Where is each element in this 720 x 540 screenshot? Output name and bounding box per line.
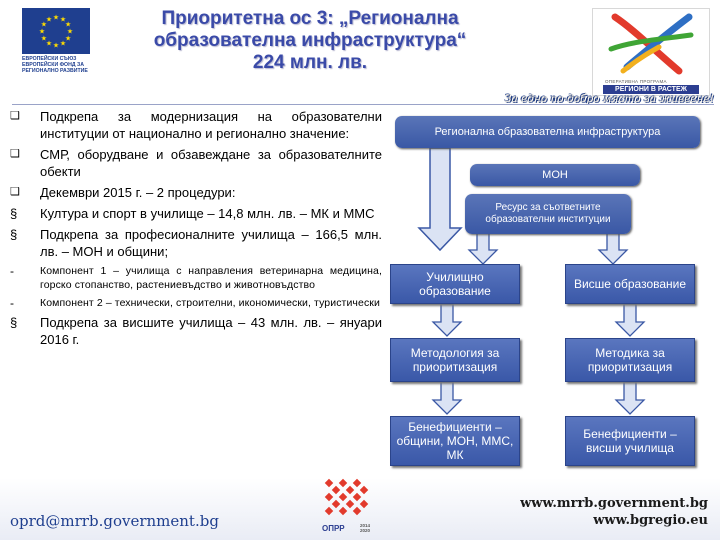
eu-star-icon: ★ <box>41 21 47 29</box>
bullet-list: ❑ Подкрепа за модернизация на образовател… <box>10 108 382 352</box>
dash-bullet-icon: - <box>10 264 15 278</box>
list-item-text: Компонент 1 – училища с направления вете… <box>40 265 382 291</box>
opr-diamond <box>338 492 348 502</box>
opr-pattern-icon <box>324 478 369 516</box>
opr-diamond <box>352 478 362 488</box>
eu-caption-line: ЕВРОПЕЙСКИ ФОНД ЗА <box>22 62 84 68</box>
eu-star-icon: ★ <box>65 21 71 29</box>
down-arrow-icon <box>417 147 463 252</box>
down-arrow-icon <box>614 381 646 415</box>
school-education-box: Училищно образование <box>390 264 520 304</box>
opr-diamond <box>331 499 341 509</box>
resource-box: Ресурс за съответните образователни инст… <box>465 194 631 234</box>
eu-star-icon: ★ <box>53 14 59 22</box>
eu-caption-line: РЕГИОНАЛНО РАЗВИТИЕ <box>22 68 88 74</box>
down-arrow-icon <box>467 229 499 265</box>
opr-diamond <box>359 499 369 509</box>
logo-caption-small: ОПЕРАТИВНА ПРОГРАМА <box>605 79 667 84</box>
eu-star-icon: ★ <box>46 40 52 48</box>
opr-diamond <box>324 492 334 502</box>
cross-logo-icon <box>608 13 694 75</box>
down-arrow-icon <box>431 303 463 337</box>
list-item-text: Подкрепа за висшите училища – 43 млн. лв… <box>40 315 382 347</box>
opr-diamond <box>324 506 334 516</box>
eu-star-icon: ★ <box>60 40 66 48</box>
list-item: § Подкрепа за висшите училища – 43 млн. л… <box>10 314 382 348</box>
opr-diamond <box>352 506 362 516</box>
eu-flag-icon: ★★★★★★★★★★★★ <box>22 8 90 54</box>
opr-diamond <box>345 499 355 509</box>
page-title: Приоритетна ос 3: „Регионална образовате… <box>150 8 470 74</box>
opr-diamond <box>359 485 369 495</box>
title-line-2: образователна инфраструктура“ <box>153 30 467 51</box>
opr-diamond <box>338 506 348 516</box>
dash-bullet-icon: - <box>10 296 15 310</box>
opr-caption: ОПРР 2014 2020 <box>322 523 370 533</box>
opr-diamond <box>338 478 348 488</box>
section-bullet-icon: § <box>10 206 18 221</box>
higher-education-box: Висше образование <box>565 264 695 304</box>
eu-star-icon: ★ <box>46 15 52 23</box>
list-item: ❑ Декември 2015 г. – 2 процедури: <box>10 184 382 201</box>
opr-label: ОПРР <box>322 523 345 533</box>
eu-star-icon: ★ <box>53 42 59 50</box>
beneficiaries-right-box: Бенефициенти – висши училища <box>565 416 695 466</box>
eu-star-icon: ★ <box>65 35 71 43</box>
website-link-1[interactable]: www.mrrb.government.bg <box>520 496 708 511</box>
list-item-text: Подкрепа за професионалните училища – 16… <box>40 227 382 259</box>
eu-star-icon: ★ <box>41 35 47 43</box>
email-link[interactable]: oprd@mrrb.government.bg <box>10 512 219 530</box>
eu-stars: ★★★★★★★★★★★★ <box>39 14 73 50</box>
method-box: Методика за приоритизация <box>565 338 695 382</box>
methodology-box: Методология за приоритизация <box>390 338 520 382</box>
eu-logo: ★★★★★★★★★★★★ ЕВРОПЕЙСКИ СЪЮЗ ЕВРОПЕЙСКИ … <box>22 8 90 82</box>
opr-year-end: 2020 <box>359 528 370 533</box>
title-line-3: 224 млн. лв. <box>252 52 368 73</box>
list-item-text: Подкрепа за модернизация на образователн… <box>40 109 382 141</box>
opr-diamond <box>345 485 355 495</box>
list-item-text: Култура и спорт в училище – 14,8 млн. лв… <box>40 206 375 221</box>
website-link-2[interactable]: www.bgregio.eu <box>593 513 708 528</box>
eu-star-icon: ★ <box>60 15 66 23</box>
beneficiaries-left-box: Бенефициенти – общини, МОН, ММС, МК <box>390 416 520 466</box>
list-item: § Подкрепа за професионалните училища – 1… <box>10 226 382 260</box>
section-bullet-icon: § <box>10 227 18 242</box>
down-arrow-icon <box>614 303 646 337</box>
list-item: ❑ Подкрепа за модернизация на образовател… <box>10 108 382 142</box>
opr-logo: ОПРР 2014 2020 <box>322 478 370 534</box>
list-item: - Компонент 1 – училища с направления вет… <box>10 264 382 292</box>
logo-caption: РЕГИОНИ В РАСТЕЖ <box>603 85 699 94</box>
opr-year-start: 2014 <box>359 523 370 528</box>
checkbox-bullet-icon: ❑ <box>10 186 20 198</box>
top-box: Регионална образователна инфраструктура <box>395 116 700 148</box>
eu-star-icon: ★ <box>39 28 45 36</box>
opr-years: 2014 2020 <box>360 523 370 533</box>
checkbox-bullet-icon: ❑ <box>10 110 20 122</box>
eu-caption: ЕВРОПЕЙСКИ СЪЮЗ ЕВРОПЕЙСКИ ФОНД ЗА РЕГИО… <box>22 56 90 74</box>
footer <box>0 478 720 540</box>
eu-star-icon: ★ <box>67 28 73 36</box>
flow-arrows <box>417 147 646 415</box>
list-item-text: СМР, оборудване и обзавеждане за образов… <box>40 147 382 179</box>
section-bullet-icon: § <box>10 315 18 330</box>
checkbox-bullet-icon: ❑ <box>10 148 20 160</box>
regions-in-growth-logo: ОПЕРАТИВНА ПРОГРАМА РЕГИОНИ В РАСТЕЖ <box>592 8 710 96</box>
list-item-text: Компонент 2 – технически, строителни, ик… <box>40 297 380 309</box>
mon-box: МОН <box>470 164 640 186</box>
list-item: § Култура и спорт в училище – 14,8 млн. л… <box>10 205 382 222</box>
down-arrow-icon <box>597 229 629 265</box>
flow-diagram: Регионална образователна инфраструктура … <box>385 110 710 470</box>
eu-caption-line: ЕВРОПЕЙСКИ СЪЮЗ <box>22 56 77 62</box>
opr-diamond <box>331 485 341 495</box>
header-divider <box>12 104 714 105</box>
list-item: ❑ СМР, оборудване и обзавеждане за образо… <box>10 146 382 180</box>
list-item-text: Декември 2015 г. – 2 процедури: <box>40 185 236 200</box>
title-line-1: Приоритетна ос 3: „Регионална <box>161 8 459 29</box>
slogan: За едно по-добро място за живеене! <box>504 93 714 105</box>
down-arrow-icon <box>431 381 463 415</box>
opr-diamond <box>324 478 334 488</box>
list-item: - Компонент 2 – технически, строителни, и… <box>10 296 382 310</box>
opr-diamond <box>352 492 362 502</box>
